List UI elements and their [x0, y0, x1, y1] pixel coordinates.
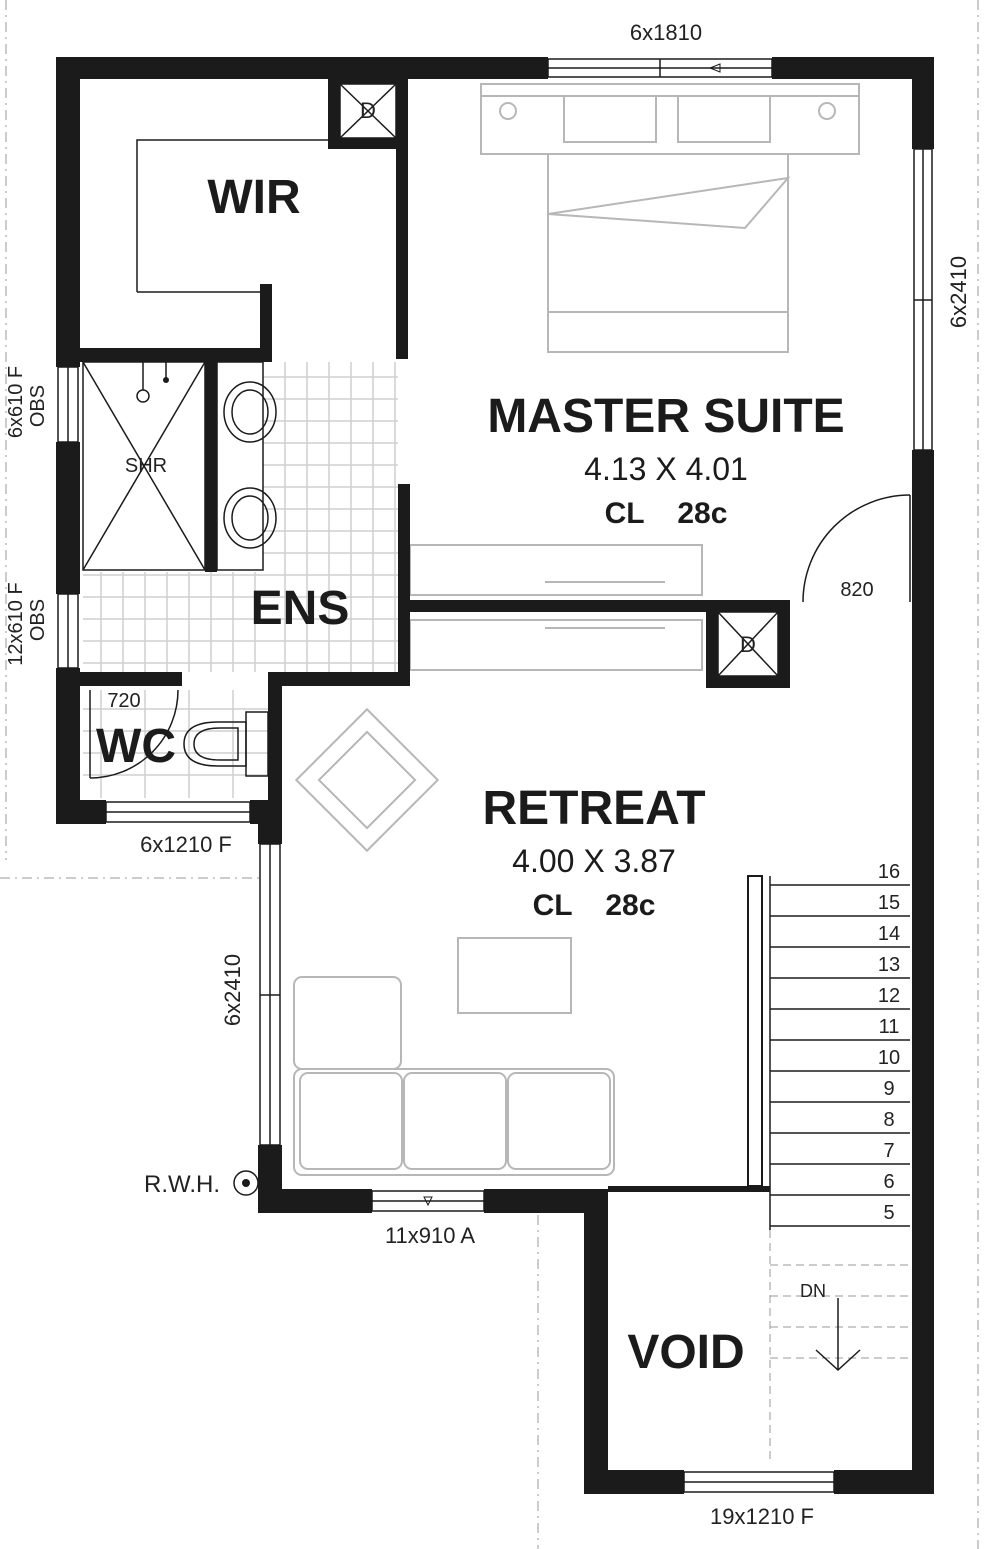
stair-number: 15 — [878, 892, 900, 914]
room-size-master-suite: 4.13 X 4.01 — [584, 451, 748, 487]
ceiling-retreat: CL 28c — [533, 889, 656, 922]
room-label-shower: SHR — [125, 455, 167, 477]
wc-door — [89, 689, 179, 779]
window-label-retreat-left: 6x2410 — [220, 954, 245, 1026]
bed — [480, 83, 860, 353]
window-void-bottom — [683, 1471, 835, 1493]
stair-number: 14 — [878, 923, 900, 945]
window-master-right — [913, 148, 933, 451]
coffee-table — [457, 937, 572, 1014]
window-ens-left — [57, 593, 79, 669]
stair-number: 8 — [883, 1109, 894, 1131]
stair-number: 6 — [883, 1171, 894, 1193]
sofa — [293, 976, 615, 1176]
staircase — [747, 875, 910, 1462]
stair-direction-label: DN — [800, 1281, 826, 1301]
room-size-retreat: 4.00 X 3.87 — [512, 843, 676, 879]
room-label-retreat: RETREAT — [482, 782, 705, 835]
armchair — [294, 707, 440, 853]
room-label-wir: WIR — [207, 171, 300, 224]
room-label-wc: WC — [96, 720, 176, 773]
rwh-symbol — [233, 1170, 259, 1196]
duct-retreat — [706, 600, 790, 688]
wir-shelf-outline — [136, 139, 328, 293]
rwh-label: R.W.H. — [144, 1171, 220, 1198]
window-label-void-bottom: 19x1210 F — [710, 1504, 814, 1529]
room-label-void: VOID — [627, 1326, 744, 1379]
vanity — [216, 361, 277, 571]
window-label-shower-left-b: OBS — [27, 385, 49, 427]
duct-label-top: D — [360, 98, 376, 123]
window-label-master-right: 6x2410 — [946, 256, 971, 328]
stair-number: 12 — [878, 985, 900, 1007]
door-label-master: 820 — [840, 579, 873, 601]
stair-number: 16 — [878, 861, 900, 883]
stair-numbers: 16 15 14 13 12 11 10 9 8 7 6 5 — [878, 861, 900, 1224]
ceiling-master-suite: CL 28c — [605, 497, 728, 530]
master-door — [802, 494, 911, 603]
duct-label-retreat: D — [740, 632, 756, 657]
window-retreat-left — [259, 843, 281, 1146]
window-label-ens-left-b: OBS — [27, 599, 49, 641]
window-retreat-bottom — [371, 1190, 485, 1212]
window-wc-bottom — [105, 801, 251, 823]
window-label-retreat-bottom: 11x910 A — [385, 1223, 475, 1248]
wc-tiles — [83, 690, 268, 798]
stair-number: 10 — [878, 1047, 900, 1069]
window-top — [547, 58, 773, 78]
duct-top — [328, 79, 408, 149]
room-label-master-suite: MASTER SUITE — [487, 390, 844, 443]
window-label-ens-left-a: 12x610 F — [5, 582, 27, 665]
door-label-wc: 720 — [107, 690, 140, 712]
toilet — [183, 711, 269, 777]
room-label-ensuite: ENS — [251, 582, 350, 635]
window-label-top: 6x1810 — [630, 20, 702, 45]
window-label-shower-left-a: 6x610 F — [5, 366, 27, 438]
stair-number: 5 — [883, 1202, 894, 1224]
stair-number: 13 — [878, 954, 900, 976]
window-shower-left — [57, 366, 79, 443]
ensuite-tiles — [83, 362, 398, 672]
stair-number: 11 — [879, 1016, 900, 1038]
window-label-wc-bottom: 6x1210 F — [140, 832, 232, 857]
stair-number: 7 — [883, 1140, 894, 1162]
stair-balustrade — [747, 875, 763, 1187]
stair-number: 9 — [883, 1078, 894, 1100]
